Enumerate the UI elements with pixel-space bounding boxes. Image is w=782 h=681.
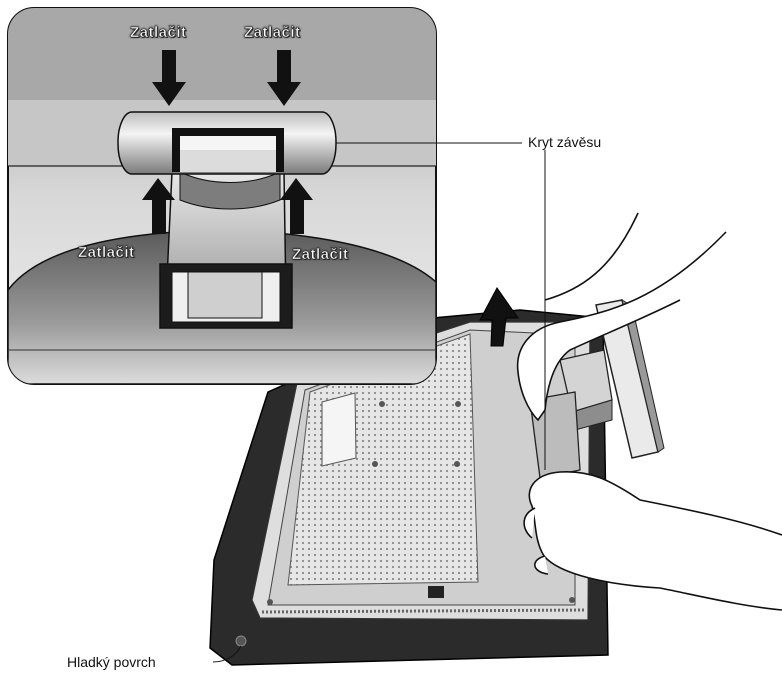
push-label-bottom-left: Zatlačit — [78, 244, 135, 262]
smooth-surface-label: Hladký povrch — [67, 654, 156, 670]
hands — [516, 212, 782, 611]
push-up-arrow-icon — [142, 178, 313, 234]
callout-lines — [212, 142, 546, 663]
monitor — [209, 309, 609, 666]
push-label-top-right: Zatlačit — [244, 24, 301, 42]
push-down-arrow-icon — [152, 50, 301, 106]
push-label-bottom-right: Zatlačit — [292, 246, 349, 264]
hinge-cover-label: Kryt závěsu — [528, 134, 602, 150]
lift-arrow-icon — [479, 287, 519, 347]
stand — [529, 298, 665, 479]
push-label-top-left: Zatlačit — [130, 24, 187, 42]
detail-inset — [7, 7, 437, 385]
